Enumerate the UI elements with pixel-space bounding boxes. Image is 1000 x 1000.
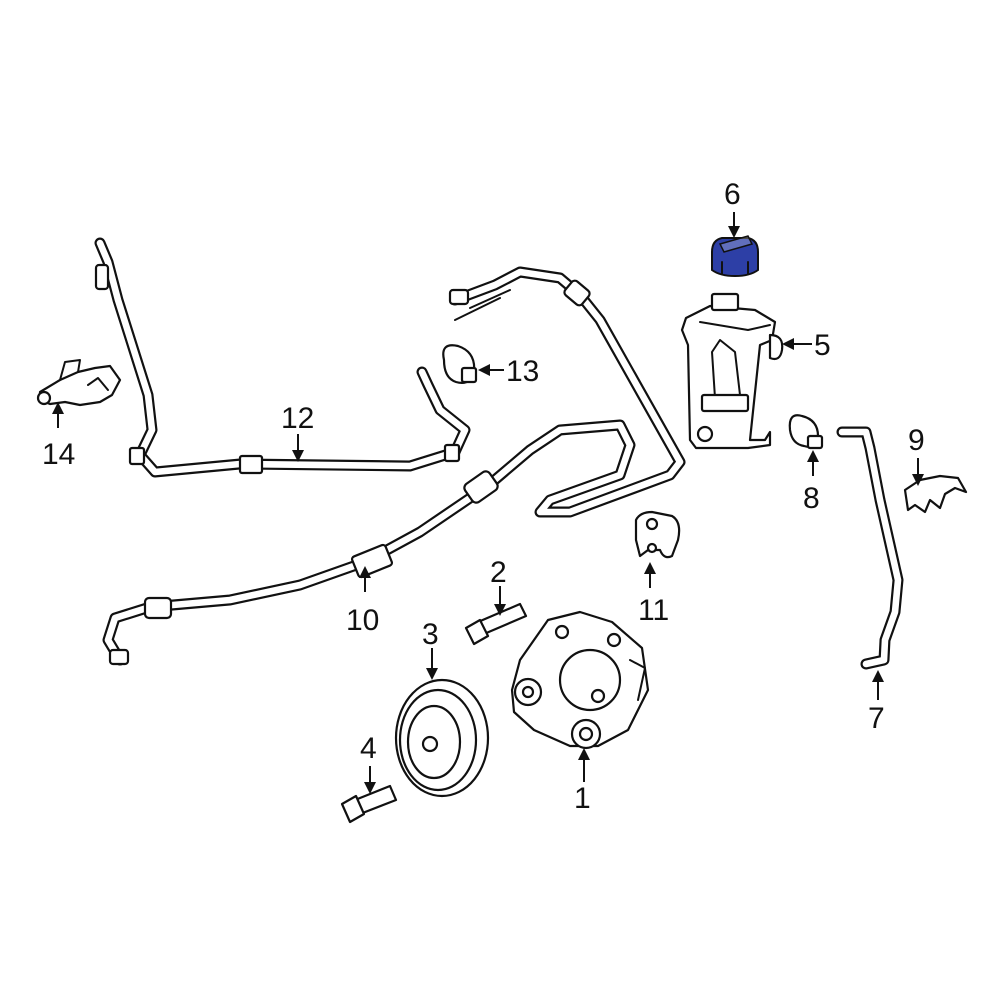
part-6-reservoir-cap[interactable] bbox=[711, 235, 759, 278]
part-4-bolt[interactable] bbox=[340, 784, 398, 824]
callout-5: 5 bbox=[782, 329, 831, 362]
callout-14: 14 bbox=[42, 402, 75, 471]
callout-label-11: 11 bbox=[638, 594, 669, 627]
callout-9: 9 bbox=[908, 424, 925, 486]
callout-label-5: 5 bbox=[814, 329, 831, 362]
callout-label-13: 13 bbox=[506, 355, 539, 388]
callout-7: 7 bbox=[868, 670, 885, 735]
part-9-bracket[interactable] bbox=[903, 474, 968, 514]
callout-4: 4 bbox=[360, 732, 377, 794]
callout-label-1: 1 bbox=[574, 782, 591, 815]
callout-label-12: 12 bbox=[281, 402, 314, 435]
callout-label-3: 3 bbox=[422, 618, 439, 651]
callout-label-7: 7 bbox=[868, 702, 885, 735]
callout-label-9: 9 bbox=[908, 424, 925, 457]
part-12-return-line[interactable] bbox=[94, 237, 471, 478]
callout-label-10: 10 bbox=[346, 604, 379, 637]
callout-label-14: 14 bbox=[42, 438, 75, 471]
callout-label-4: 4 bbox=[360, 732, 377, 765]
part-14-bracket[interactable] bbox=[36, 359, 122, 407]
part-11-bracket[interactable] bbox=[634, 510, 681, 559]
callout-1: 1 bbox=[574, 748, 591, 815]
callout-label-2: 2 bbox=[490, 556, 507, 589]
callout-6: 6 bbox=[724, 178, 741, 238]
part-5-reservoir[interactable] bbox=[680, 292, 784, 450]
part-7-supply-hose[interactable] bbox=[836, 426, 904, 670]
callout-10: 10 bbox=[346, 566, 379, 637]
part-3-pulley[interactable] bbox=[394, 678, 490, 798]
callout-13: 13 bbox=[478, 355, 539, 388]
part-1-power-steering-pump[interactable] bbox=[510, 610, 650, 750]
part-10-pressure-hose[interactable] bbox=[102, 266, 686, 666]
part-8-clamp[interactable] bbox=[788, 414, 824, 450]
callout-11: 11 bbox=[638, 562, 669, 627]
part-2-bolt[interactable] bbox=[464, 602, 528, 646]
callout-3: 3 bbox=[422, 618, 439, 680]
callout-label-8: 8 bbox=[803, 482, 820, 515]
callout-12: 12 bbox=[281, 402, 314, 462]
callout-2: 2 bbox=[490, 556, 507, 616]
callout-label-6: 6 bbox=[724, 178, 741, 211]
part-13-clamp[interactable] bbox=[442, 344, 478, 384]
callout-8: 8 bbox=[803, 450, 820, 515]
